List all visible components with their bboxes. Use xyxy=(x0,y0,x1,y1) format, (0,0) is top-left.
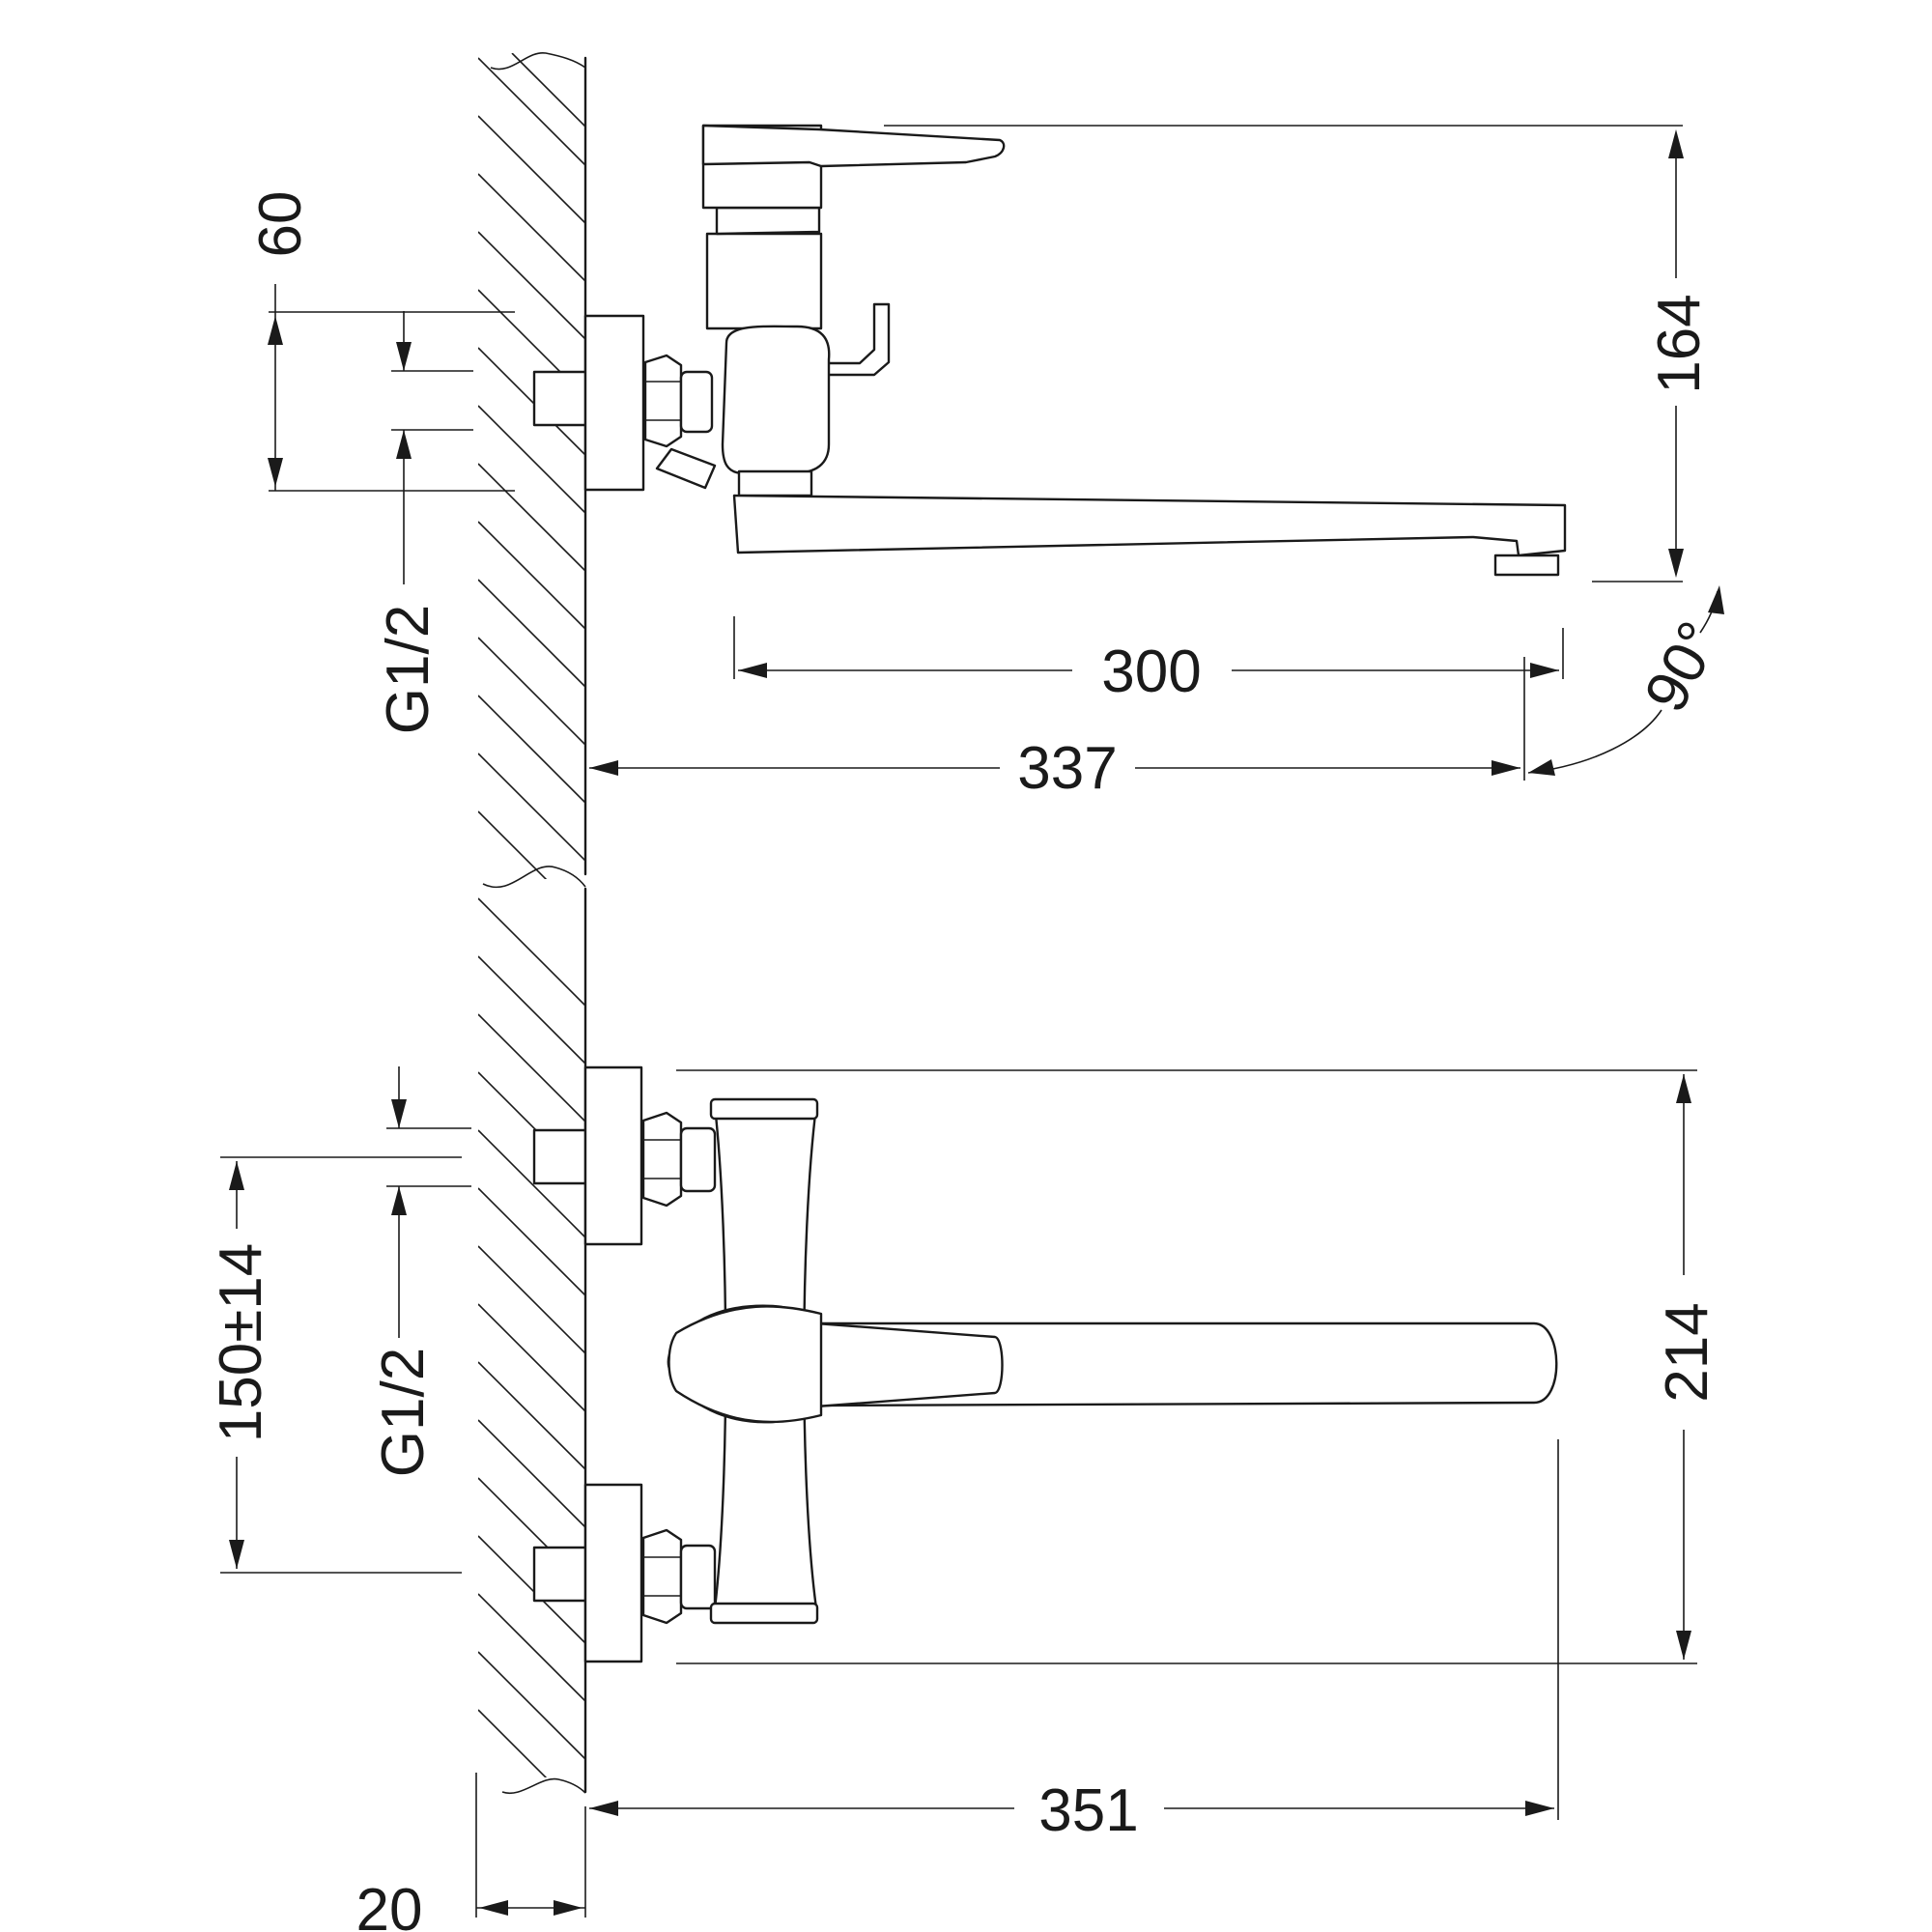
connector-lower xyxy=(679,1544,717,1610)
inlet-stub-upper xyxy=(532,1128,587,1185)
mixer-body xyxy=(721,325,831,475)
wall-break-bottom xyxy=(501,1777,586,1795)
spout-collar xyxy=(737,469,813,497)
inlet-pipe-stub xyxy=(532,370,587,427)
hex-nut-lower xyxy=(641,1528,683,1625)
lever-top xyxy=(814,1321,1004,1408)
dim-overall-width: 214 xyxy=(1654,1302,1720,1402)
wall-break-middle xyxy=(482,866,586,889)
flange-upper xyxy=(583,1065,643,1246)
dim-spout-length: 337 xyxy=(1017,735,1117,802)
dim-top-height: 164 xyxy=(1646,294,1713,393)
wall-hatching-top xyxy=(478,53,585,879)
cartridge-cap xyxy=(715,206,821,236)
dim-inlet-spacing: 150±14 xyxy=(208,1243,274,1442)
dim-spout-reach: 300 xyxy=(1101,639,1201,705)
dim-inlet-center-height: 60 xyxy=(247,191,314,258)
aerator xyxy=(1493,554,1560,577)
eccentric-connector xyxy=(679,370,714,434)
wall-hatching-bottom xyxy=(478,897,585,1777)
hex-nut-upper xyxy=(641,1111,683,1208)
diverter-knob xyxy=(655,447,717,490)
dimension-lines xyxy=(220,125,1724,1918)
dim-top-thread: G1/2 xyxy=(375,605,441,734)
wall-flange xyxy=(583,314,645,492)
dim-swivel-angle: 90° xyxy=(1632,611,1733,723)
mixer-body-column xyxy=(705,232,823,330)
connector-upper xyxy=(679,1126,717,1193)
spout xyxy=(732,494,1567,557)
dim-wall-offset: 20 xyxy=(356,1877,423,1932)
diverter-lever xyxy=(819,302,891,377)
wall-section xyxy=(478,52,587,1795)
body-endcap-top xyxy=(709,1097,819,1121)
faucet-top-view xyxy=(532,1065,1558,1663)
dim-overall-length: 351 xyxy=(1038,1777,1138,1844)
flange-lower xyxy=(583,1483,643,1663)
inlet-stub-lower xyxy=(532,1546,587,1603)
hex-nut xyxy=(643,354,683,448)
faucet-side-view xyxy=(532,124,1567,577)
body-endcap-bottom xyxy=(709,1602,819,1625)
lever-handle-top xyxy=(668,1305,823,1424)
lever-handle xyxy=(701,124,1006,168)
wall-break-top xyxy=(490,52,586,71)
dim-bottom-thread: G1/2 xyxy=(370,1348,437,1477)
